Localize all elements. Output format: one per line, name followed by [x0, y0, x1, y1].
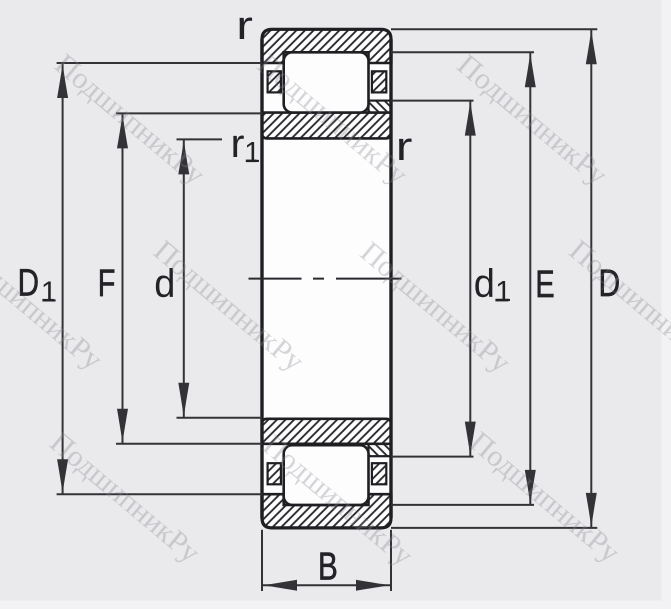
- svg-text:B: B: [318, 546, 338, 589]
- svg-text:d: d: [474, 262, 495, 306]
- svg-text:D: D: [599, 263, 621, 305]
- svg-text:E: E: [535, 263, 554, 306]
- svg-text:r: r: [396, 124, 413, 169]
- svg-text:F: F: [98, 262, 116, 305]
- svg-text:1: 1: [495, 276, 511, 308]
- svg-text:r: r: [231, 121, 245, 166]
- svg-text:d: d: [154, 262, 175, 306]
- svg-text:r: r: [236, 3, 253, 48]
- svg-text:1: 1: [244, 137, 260, 169]
- svg-text:D: D: [18, 262, 39, 304]
